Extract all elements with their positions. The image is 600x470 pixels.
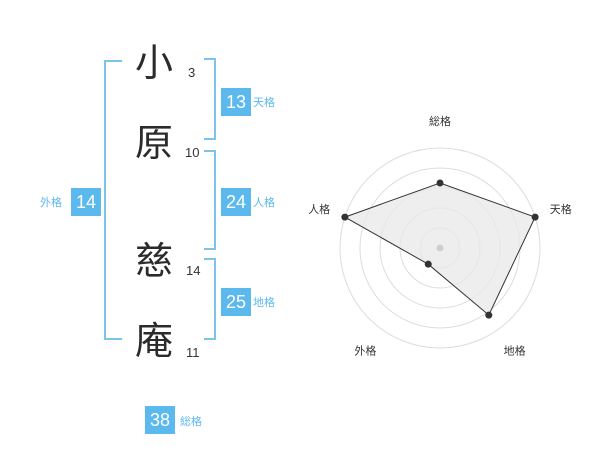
radar-ring: [339, 147, 541, 349]
name-char-1: 小: [134, 41, 173, 85]
chikaku-score: 25: [221, 288, 251, 316]
stroke-count-3: 14: [186, 263, 201, 278]
jinkaku-score: 24: [221, 188, 251, 216]
soukaku-label: 総格: [180, 415, 202, 428]
gaikaku-bracket: [104, 60, 122, 340]
radar-point: [341, 213, 349, 221]
radar-axis-label: 天格: [550, 202, 572, 216]
stroke-count-2: 10: [185, 145, 200, 160]
name-char-4: 庵: [134, 319, 173, 363]
name-char-3: 慈: [134, 239, 173, 283]
jinkaku-bracket: [204, 150, 216, 250]
radar-axis-label: 総格: [429, 114, 451, 128]
tenkaku-bracket: [204, 58, 216, 140]
radar-axis-label: 外格: [354, 344, 376, 358]
stroke-count-4: 11: [186, 345, 200, 360]
gaikaku-label: 外格: [40, 196, 62, 209]
soukaku-score: 38: [145, 406, 175, 434]
chikaku-label: 地格: [253, 296, 275, 309]
name-char-2: 原: [134, 121, 173, 165]
gaikaku-score: 14: [71, 188, 101, 216]
jinkaku-label: 人格: [253, 196, 275, 209]
tenkaku-label: 天格: [253, 96, 275, 109]
radar-point: [531, 213, 539, 221]
radar-point: [424, 260, 432, 268]
radar-points: [341, 179, 539, 319]
stroke-count-1: 3: [188, 65, 196, 80]
tenkaku-score: 13: [221, 88, 251, 116]
chikaku-bracket: [204, 258, 216, 340]
radar-axis-label: 人格: [308, 202, 330, 216]
radar-center-dot: [436, 244, 444, 252]
radar-point: [485, 311, 493, 319]
radar-axis-label: 地格: [504, 344, 526, 358]
radar-point: [436, 179, 444, 187]
